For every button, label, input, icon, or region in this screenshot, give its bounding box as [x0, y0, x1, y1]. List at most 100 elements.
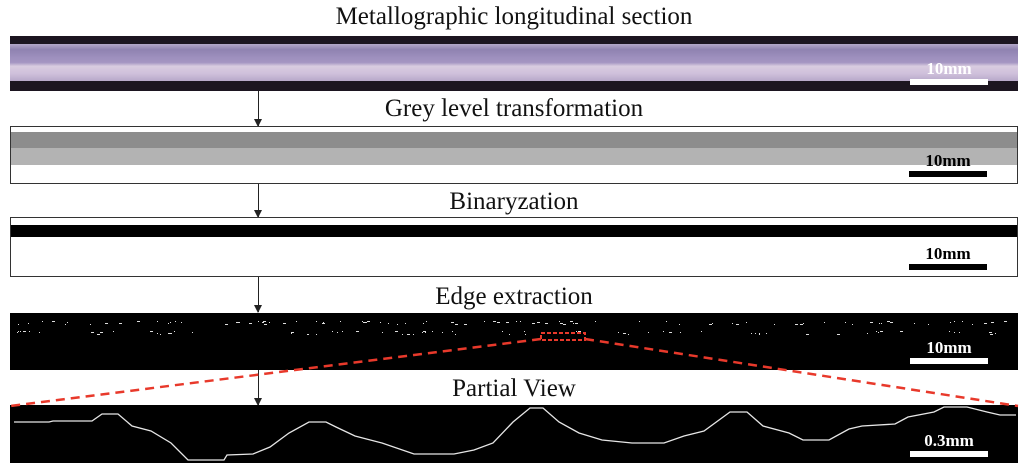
edge-point: [990, 334, 993, 335]
edge-point: [236, 322, 239, 323]
edge-point: [559, 321, 560, 322]
edge-point: [880, 331, 883, 332]
scale-bar: 10mm: [910, 60, 988, 85]
edge-point: [573, 323, 574, 324]
edge-point: [137, 321, 140, 322]
edge-point: [959, 332, 960, 333]
edge-point: [91, 332, 94, 333]
edge-point: [878, 332, 879, 333]
edge-point: [402, 334, 403, 335]
edge-point: [759, 334, 760, 335]
step-title-grey-level: Grey level transformation: [384, 95, 644, 122]
edge-point: [954, 332, 955, 333]
edge-point: [451, 322, 454, 323]
edge-point: [545, 323, 548, 324]
edge-point: [18, 324, 19, 325]
edge-point: [157, 333, 158, 334]
edge-point: [736, 324, 739, 325]
edge-point: [168, 323, 169, 324]
step-title-edge-extraction: Edge extraction: [435, 283, 593, 310]
edge-point: [837, 334, 840, 335]
edge-point: [679, 324, 680, 325]
edge-point: [852, 324, 853, 325]
edge-point: [962, 321, 963, 322]
edge-point: [991, 322, 994, 323]
partial-view-panel: 0.3mm: [10, 405, 1018, 463]
edge-point: [800, 324, 803, 325]
edge-point: [914, 323, 915, 324]
edge-point: [984, 323, 987, 324]
scale-bar: 10mm: [909, 152, 987, 177]
edge-point: [870, 322, 873, 323]
edge-point: [67, 322, 68, 323]
flow-arrow: [254, 184, 262, 218]
edge-point: [113, 331, 114, 332]
edge-point: [867, 333, 868, 334]
edge-point: [766, 333, 767, 334]
edge-point: [425, 332, 426, 333]
edge-point: [666, 321, 667, 322]
edge-point: [168, 333, 171, 334]
edge-point: [42, 321, 43, 322]
edge-point: [954, 321, 955, 322]
edge-point: [29, 331, 30, 332]
step-title-binaryzation: Binaryzation: [449, 188, 579, 215]
edge-point: [258, 321, 259, 322]
edge-point: [879, 323, 880, 324]
edge-point: [249, 323, 252, 324]
edge-point: [989, 332, 992, 333]
edge-point: [397, 324, 398, 325]
edge-point: [413, 334, 414, 335]
edge-point: [296, 321, 297, 322]
edge-point: [283, 323, 286, 324]
edge-point: [755, 333, 756, 334]
flow-arrow: [254, 91, 262, 127]
edge-point: [97, 334, 100, 335]
edge-point: [225, 324, 228, 325]
edge-point: [537, 322, 540, 323]
edge-point: [516, 321, 517, 322]
edge-point: [388, 323, 389, 324]
sample-cross-section: [10, 44, 1018, 81]
edge-point: [845, 322, 846, 323]
edge-point: [340, 321, 341, 322]
edge-point: [455, 324, 458, 325]
edge-point: [39, 332, 40, 333]
edge-point: [824, 322, 825, 323]
edge-point: [367, 321, 370, 322]
edge-point: [362, 321, 363, 322]
edge-point: [595, 321, 596, 322]
edge-point: [995, 333, 996, 334]
edge-point: [423, 331, 426, 332]
edge-point: [423, 323, 424, 324]
edge-point: [881, 323, 882, 324]
edge-point: [887, 321, 890, 322]
edge-point: [806, 334, 809, 335]
edge-point: [746, 322, 747, 323]
edge-point: [618, 332, 619, 333]
edge-point: [263, 322, 264, 323]
edge-point: [803, 323, 804, 324]
edge-point: [363, 322, 364, 323]
edge-point: [509, 334, 510, 335]
edge-point: [1004, 321, 1007, 322]
edge-point: [150, 331, 153, 332]
edge-point: [576, 331, 577, 332]
edge-point: [442, 332, 443, 333]
edge-point: [192, 332, 193, 333]
edge-point: [876, 331, 877, 332]
edge-point: [65, 324, 66, 325]
edge-point: [174, 331, 175, 332]
edge-point: [316, 321, 317, 322]
edge-point: [928, 324, 929, 325]
edge-point: [680, 332, 681, 333]
scale-label: 10mm: [925, 151, 971, 170]
edge-point: [342, 331, 343, 332]
dark-grey-layer: [11, 132, 1017, 148]
edge-point: [623, 333, 626, 334]
edge-point: [493, 321, 496, 322]
grey-level-image-panel: 10mm: [10, 126, 1018, 184]
edge-point: [502, 331, 503, 332]
edge-point: [380, 322, 381, 323]
edge-point: [18, 331, 19, 332]
